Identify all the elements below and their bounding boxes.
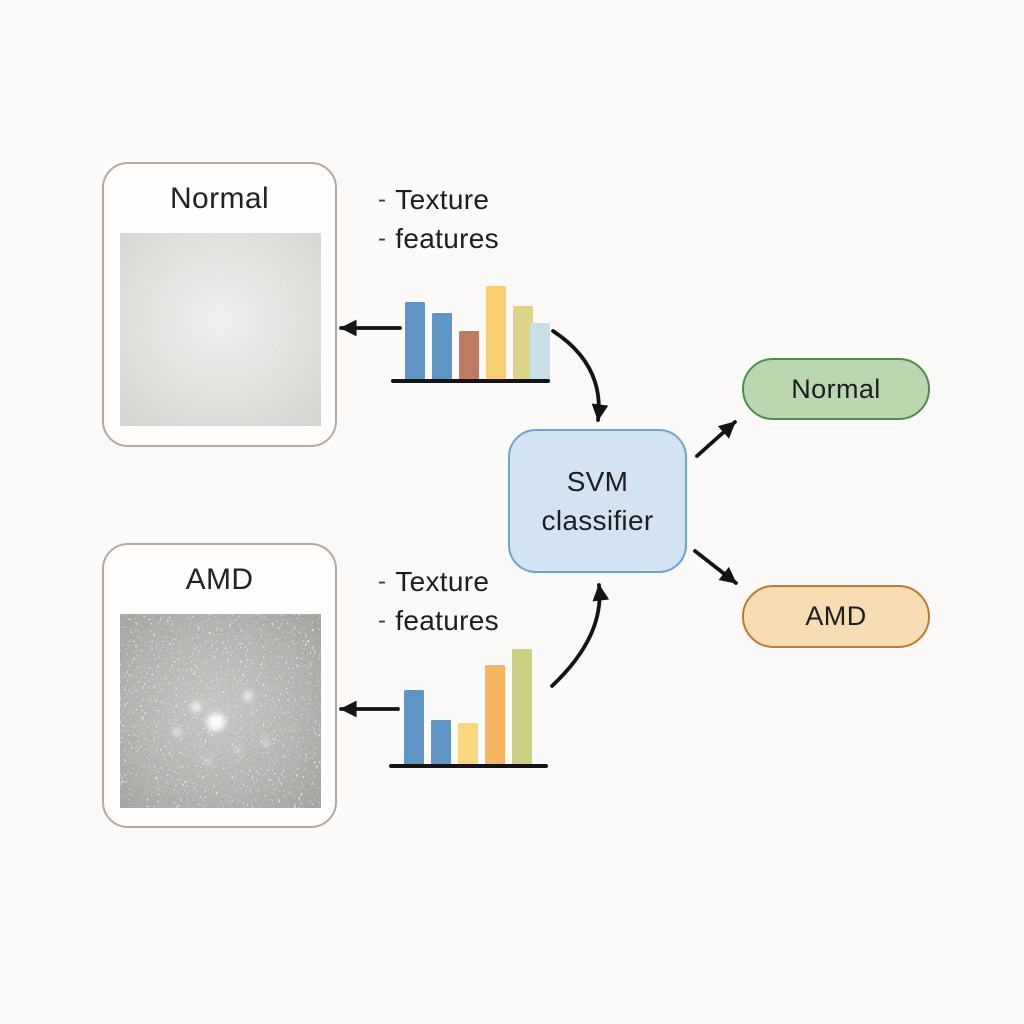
amd-sample-card: AMD — [102, 543, 337, 828]
svm-classifier-label-line2: classifier — [541, 505, 654, 536]
histogram-bar — [459, 331, 479, 381]
histogram-baseline-normal — [391, 379, 550, 383]
amd-texture-image — [120, 614, 321, 808]
histogram-bar — [512, 649, 532, 765]
histogram-bar — [458, 723, 478, 765]
normal-sample-card: Normal — [102, 162, 337, 447]
histogram-bar — [486, 286, 506, 381]
histogram-bar — [404, 690, 424, 765]
histogram-bar — [485, 665, 505, 765]
normal-card-title: Normal — [169, 182, 270, 215]
texture-features-line2: features — [395, 604, 499, 636]
histogram-bar — [432, 313, 452, 381]
drusen-spots — [173, 691, 270, 765]
normal-texture-image — [120, 233, 321, 426]
histogram-bar — [431, 720, 451, 765]
arrow-svm-to-normal-output — [695, 420, 737, 458]
svm-classifier-label-line1: SVM — [566, 466, 629, 497]
texture-features-line1: Texture — [395, 183, 490, 215]
dash-bullet: - — [378, 567, 387, 595]
amd-card-title: AMD — [185, 563, 254, 596]
output-amd-pill: AMD — [742, 585, 930, 648]
histogram-baseline-amd — [389, 764, 548, 768]
arrow-bottom-histogram-to-svm — [550, 583, 610, 688]
texture-histogram-normal — [392, 284, 560, 381]
histogram-bar — [513, 306, 533, 381]
texture-features-line1: Texture — [395, 565, 490, 597]
output-normal-pill: Normal — [742, 358, 930, 420]
histogram-bar — [530, 323, 550, 381]
arrow-svm-to-amd-output — [693, 549, 738, 585]
output-normal-label: Normal — [791, 373, 881, 404]
texture-features-line2: features — [395, 222, 499, 254]
svm-classifier-box: SVM classifier — [508, 429, 687, 573]
output-amd-label: AMD — [805, 601, 867, 631]
texture-features-label-top: - Texture - features — [378, 180, 558, 258]
dash-bullet: - — [378, 185, 387, 213]
texture-features-label-bottom: - Texture - features — [378, 562, 558, 640]
texture-histogram-amd — [390, 648, 558, 765]
dash-bullet: - — [378, 606, 387, 634]
histogram-bar — [405, 302, 425, 381]
dash-bullet: - — [378, 224, 387, 252]
